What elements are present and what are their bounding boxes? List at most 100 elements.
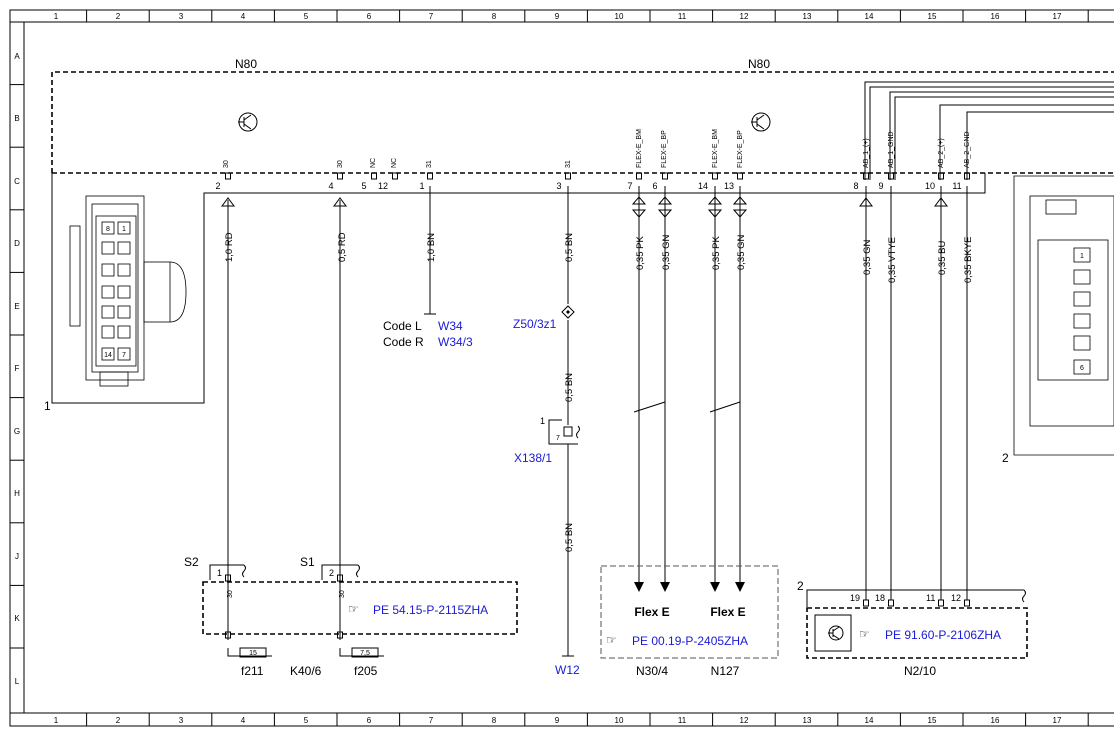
k40-block: [202, 564, 518, 658]
grid-row: E: [14, 302, 19, 311]
grid-row: G: [14, 427, 20, 436]
grid-col: 17: [1053, 716, 1062, 725]
wire-labels: 1,0 RD 0,5 RD 1,0 BN 0,5 BN 0,35 PK 0,35…: [224, 232, 974, 552]
grid-col: 12: [740, 12, 749, 21]
k40-pin2: 2: [329, 568, 334, 578]
k40-s1: S1: [300, 555, 315, 569]
k40-ref-link[interactable]: PE 54.15-P-2115ZHA: [373, 603, 488, 617]
n80-label-left: N80: [235, 57, 257, 71]
grid-row: J: [15, 552, 19, 561]
grid-col: 11: [678, 12, 687, 21]
z50-label[interactable]: Z50/3z1: [513, 317, 557, 331]
fuse-value: 7,5: [360, 650, 370, 657]
wire-label: 0,35 PK: [711, 236, 722, 270]
wire-label: 1,0 RD: [224, 232, 235, 262]
n2-tag: 2: [797, 579, 804, 593]
grid-col: 6: [367, 716, 372, 725]
pin-signal: 30: [337, 160, 344, 168]
grid-rows: A B C D E F G H J K L: [14, 52, 20, 686]
conn-left-pin: 7: [122, 352, 126, 359]
wire-label: 0,5 BN: [564, 523, 575, 552]
pin-number: 14: [698, 181, 708, 191]
wire-label: 0,35 GN: [736, 234, 747, 270]
pin-row: 2 30 4 30 5 NC 12 NC 1 31 3 31 7 FLEX-E_…: [215, 129, 971, 191]
grid-col: 7: [429, 12, 434, 21]
n30-label: N30/4: [636, 664, 668, 678]
wire-label: 0,35 VTYE: [887, 237, 898, 283]
flex-block: [600, 565, 779, 659]
grid-col: 1: [54, 12, 59, 21]
grid-columns-top: 1 2 3 4 5 6 7 8 9 10 11 12 13 14 15 16 1…: [54, 12, 1062, 21]
x138-label[interactable]: X138/1: [514, 451, 552, 465]
flex-ref-link[interactable]: PE 00.19-P-2405ZHA: [632, 634, 748, 648]
conn-right-tag: 2: [1002, 451, 1009, 465]
pin-number: 6: [652, 181, 657, 191]
pin-signal: AB_2_(+): [938, 138, 945, 168]
f211-label: f211: [241, 664, 264, 678]
pin-number: 8: [853, 181, 858, 191]
pin-number: 5: [361, 181, 366, 191]
connector-arrows: [221, 196, 948, 592]
flex-label-1: Flex E: [634, 605, 669, 619]
grid-col: 13: [803, 12, 812, 21]
grid-col: 13: [803, 716, 812, 725]
grid-row-dividers: [10, 84, 24, 649]
grid-row: C: [14, 177, 20, 186]
grid-col: 14: [865, 12, 874, 21]
grid-col: 11: [678, 716, 687, 725]
grid-row: H: [14, 489, 20, 498]
k40-pin1: 1: [217, 568, 222, 578]
n2-pin: 18: [875, 593, 885, 603]
grid-col: 5: [304, 12, 309, 21]
wire-label: 0,35 GN: [661, 234, 672, 270]
pin-signal: NC: [391, 158, 398, 168]
grid-col: 4: [241, 12, 246, 21]
wire-label: 1,0 BN: [426, 233, 437, 262]
x138-tag: 1: [540, 416, 545, 426]
grid-col: 15: [928, 12, 937, 21]
conn-left-pin: 14: [104, 352, 112, 359]
pin-number: 2: [215, 181, 220, 191]
w12-label[interactable]: W12: [555, 663, 580, 677]
grid-row: A: [14, 52, 20, 61]
grid-col: 9: [555, 12, 560, 21]
code-l-ref[interactable]: W34: [438, 319, 463, 333]
k40-s2: S2: [184, 555, 199, 569]
grid-col: 6: [367, 12, 372, 21]
conn-left-pin: 1: [122, 226, 126, 233]
code-r-ref[interactable]: W34/3: [438, 335, 473, 349]
frame-border: [9, 9, 1114, 727]
pin-number: 9: [878, 181, 883, 191]
wires: [227, 186, 968, 657]
grid-col: 1: [54, 716, 59, 725]
twisted-pair-marker: [633, 396, 741, 413]
grid-col: 3: [179, 716, 184, 725]
grid-col: 8: [492, 716, 497, 725]
grid-col: 10: [615, 716, 624, 725]
n2-ref-link[interactable]: PE 91.60-P-2106ZHA: [885, 628, 1001, 642]
grid-col: 12: [740, 716, 749, 725]
grid-col: 17: [1053, 12, 1062, 21]
wire-label: 0,35 BU: [937, 241, 948, 275]
wire-label: 0,5 BN: [564, 233, 575, 262]
grid-col: 8: [492, 12, 497, 21]
grid-col: 3: [179, 12, 184, 21]
splice-icon: [561, 305, 575, 319]
n2-pin: 12: [951, 593, 961, 603]
grid-row: D: [14, 239, 20, 248]
grid-col: 2: [116, 716, 121, 725]
n2-pin: 11: [926, 593, 935, 603]
x138-connector: [548, 419, 580, 445]
code-r-label: Code R: [383, 335, 424, 349]
pin-signal: 30: [223, 160, 230, 168]
n80-enclosure: [51, 71, 1114, 173]
x138-pin: 7: [556, 435, 560, 442]
code-l-label: Code L: [383, 319, 422, 333]
grid-column-dividers: [86, 10, 1089, 726]
grid-row: B: [14, 114, 19, 123]
n2-block: [806, 589, 1028, 659]
grid-col: 2: [116, 12, 121, 21]
wire-label: 0,35 PK: [635, 236, 646, 270]
grid-col: 15: [928, 716, 937, 725]
